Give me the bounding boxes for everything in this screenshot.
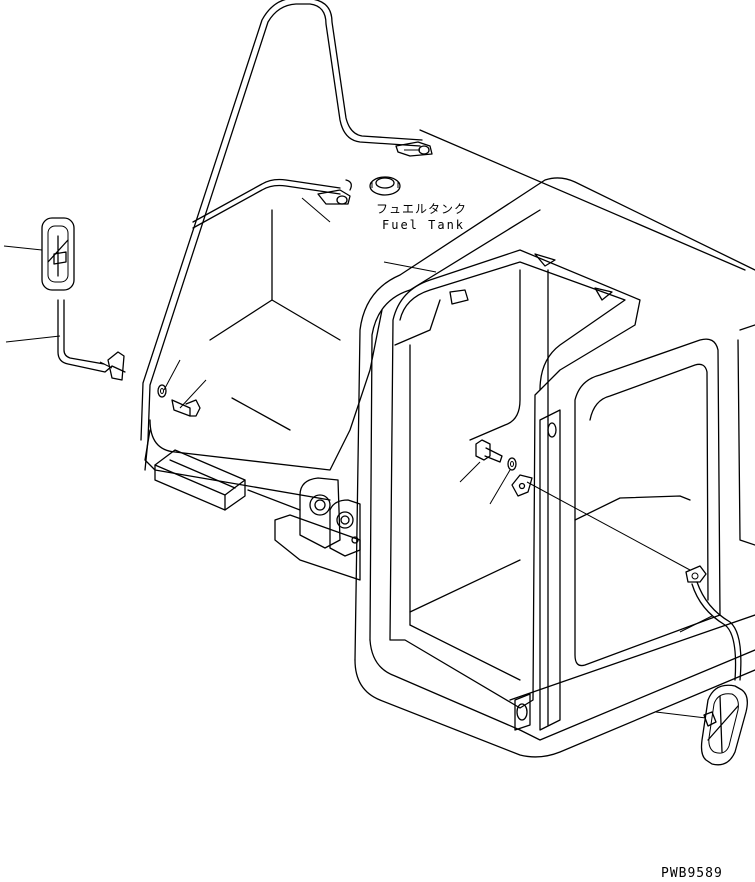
mirror-stay-left — [57, 299, 126, 381]
handrail-bracket-upper — [395, 141, 433, 157]
cab-door-frame — [389, 249, 641, 709]
fuel-tank-body — [144, 129, 746, 501]
door-hinge-post — [514, 409, 561, 731]
cab — [354, 177, 755, 758]
hinge-boss-right — [329, 499, 361, 557]
fuel-tank-cap — [369, 176, 401, 196]
hinge-boss-left — [299, 477, 341, 549]
mirror-stay-right — [685, 565, 742, 681]
bolt-left — [171, 399, 201, 417]
step — [154, 449, 246, 511]
mirror-right — [700, 684, 748, 766]
mirror-bracket-plate — [511, 474, 533, 497]
drawing-code: PWB9589 — [661, 866, 723, 881]
mirror-left — [41, 217, 75, 291]
fuel-tank-label-en: Fuel Tank — [382, 218, 466, 232]
left-handrail — [140, 0, 423, 471]
bolt-right — [475, 439, 503, 463]
washer-right — [507, 457, 517, 471]
frame — [247, 489, 361, 581]
fuel-tank-label-jp: フュエルタンク — [376, 202, 468, 216]
handrail-bracket-lower — [317, 179, 352, 205]
leader-lines — [3, 197, 713, 719]
washer-left — [157, 384, 167, 398]
cab-right-window — [574, 324, 755, 667]
